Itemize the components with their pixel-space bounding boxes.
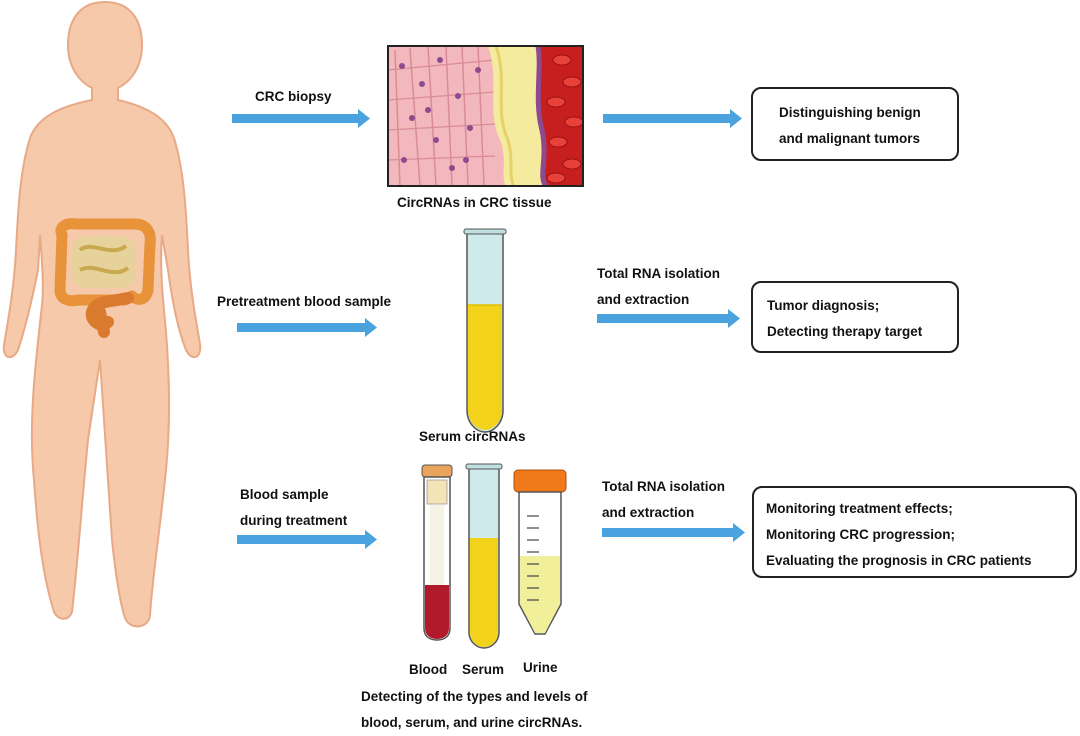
tissue-caption: CircRNAs in CRC tissue <box>397 195 552 210</box>
result-line: Monitoring CRC progression; <box>766 527 955 542</box>
result-line: Monitoring treatment effects; <box>766 501 953 516</box>
tube-label-urine: Urine <box>523 660 558 675</box>
process-label: Total RNA isolation <box>602 479 725 494</box>
tube-label-blood: Blood <box>409 662 448 677</box>
blood-tube-icon <box>421 464 453 641</box>
bottom-caption: Detecting of the types and levels of <box>361 689 588 704</box>
pretreatment-blood-label: Pretreatment blood sample <box>217 294 392 309</box>
result-line: Detecting therapy target <box>767 324 923 339</box>
serum-circrnas-caption: Serum circRNAs <box>419 429 526 444</box>
urine-container-icon <box>513 469 567 635</box>
process-label: Total RNA isolation <box>597 266 720 281</box>
process-label: and extraction <box>602 505 695 520</box>
during-treatment-label: during treatment <box>240 513 348 528</box>
intestine-icon <box>54 218 156 338</box>
result-line: and malignant tumors <box>779 131 921 146</box>
result-box-diagnosis: Tumor diagnosis; Detecting therapy targe… <box>751 281 959 353</box>
result-box-monitoring: Monitoring treatment effects; Monitoring… <box>752 486 1077 578</box>
result-box-benign-malignant: Distinguishing benign and malignant tumo… <box>751 87 959 161</box>
crc-biopsy-label: CRC biopsy <box>255 89 332 104</box>
result-line: Distinguishing benign <box>779 105 921 120</box>
arrow-icon <box>232 109 745 549</box>
process-label: and extraction <box>597 292 690 307</box>
bottom-caption: blood, serum, and urine circRNAs. <box>361 715 583 730</box>
tissue-frame <box>387 45 584 187</box>
during-treatment-label: Blood sample <box>240 487 329 502</box>
result-line: Tumor diagnosis; <box>767 298 880 313</box>
tissue-micrograph-icon <box>388 46 583 186</box>
tube-label-serum: Serum <box>462 662 505 677</box>
test-tube-icon <box>465 463 503 649</box>
result-line: Evaluating the prognosis in CRC patients <box>766 553 1032 568</box>
test-tube-icon <box>463 228 507 433</box>
